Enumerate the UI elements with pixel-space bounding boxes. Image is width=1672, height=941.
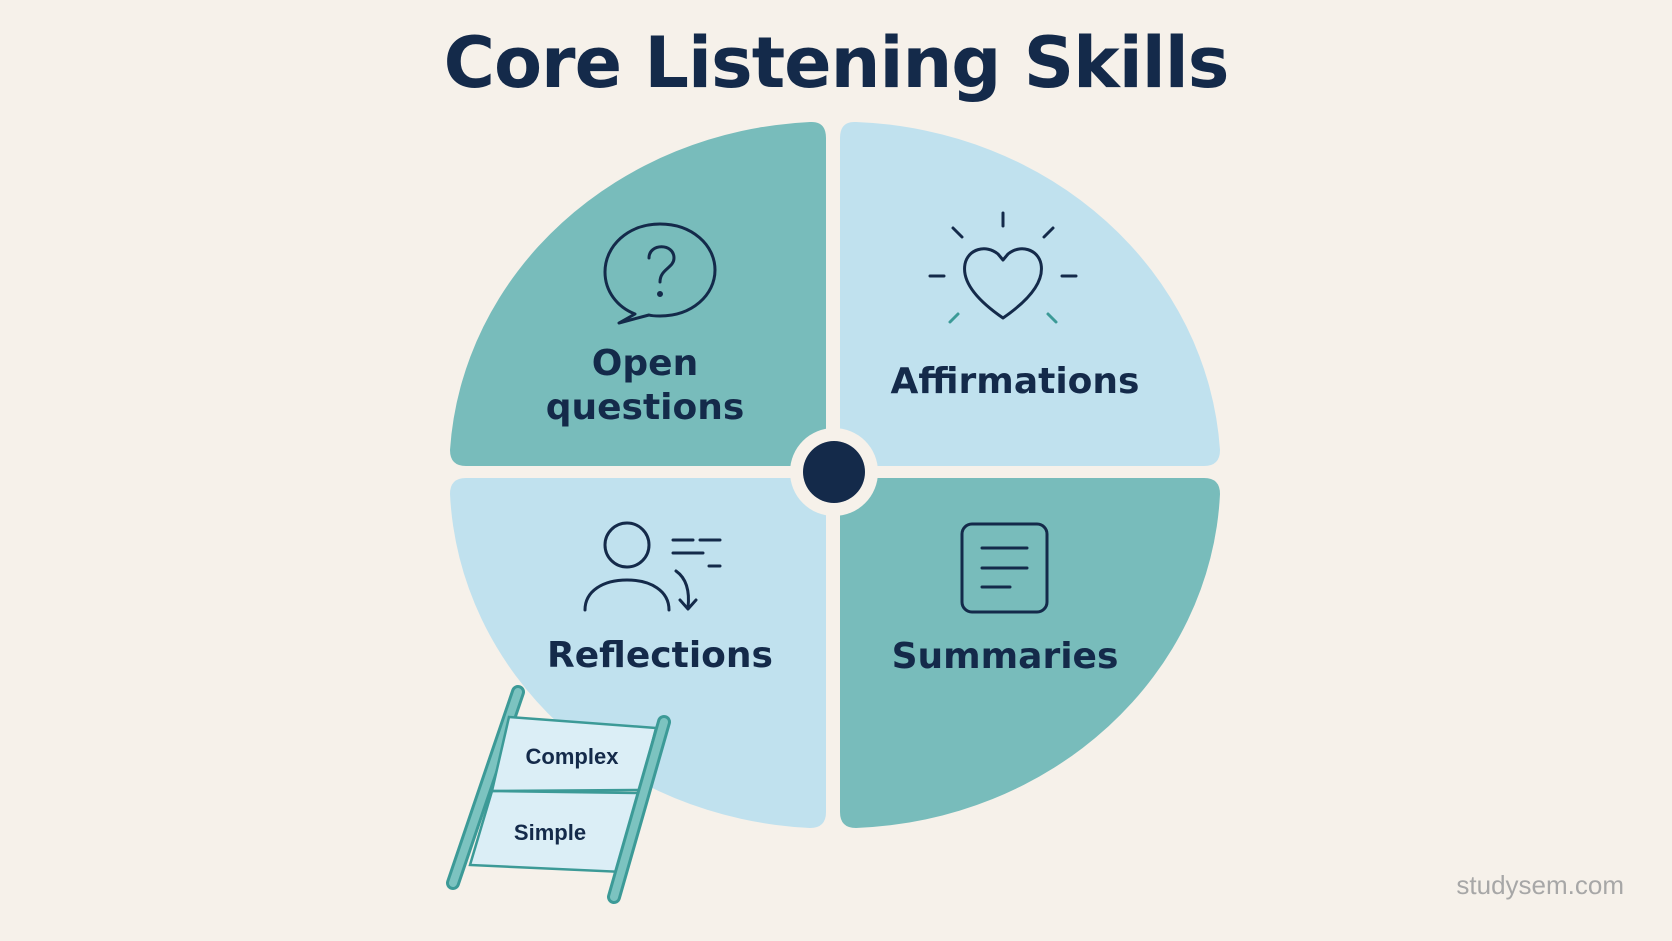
ladder-graphic: [446, 685, 671, 904]
quadrant-label-reflections: Reflections: [547, 635, 773, 676]
quadrant-label-summaries: Summaries: [891, 636, 1119, 677]
quadrant-summaries: [840, 478, 1220, 828]
label-line-open: Open: [591, 343, 699, 384]
quadrant-label-affirmations: Affirmations: [890, 361, 1140, 402]
quadrant-reflections: [450, 478, 826, 828]
speech-bubble-question-icon: [603, 222, 717, 325]
label-line-questions: questions: [545, 387, 745, 428]
ladder-rail-right-inner: [610, 718, 668, 901]
heart-sparkle-icon: [928, 211, 1078, 324]
center-hub: [803, 441, 865, 503]
watermark: studysem.com: [1456, 870, 1624, 900]
quadrant-open-questions: [450, 121, 826, 466]
ladder-step-label-simple: Simple: [513, 820, 587, 845]
quadrant-label-open-questions: Open questions: [540, 342, 750, 430]
person-reflect-icon: [583, 521, 722, 612]
page-title: Core Listening Skills: [443, 22, 1230, 104]
document-summary-icon: [960, 522, 1049, 614]
ladder-step-label-complex: Complex: [525, 744, 619, 769]
